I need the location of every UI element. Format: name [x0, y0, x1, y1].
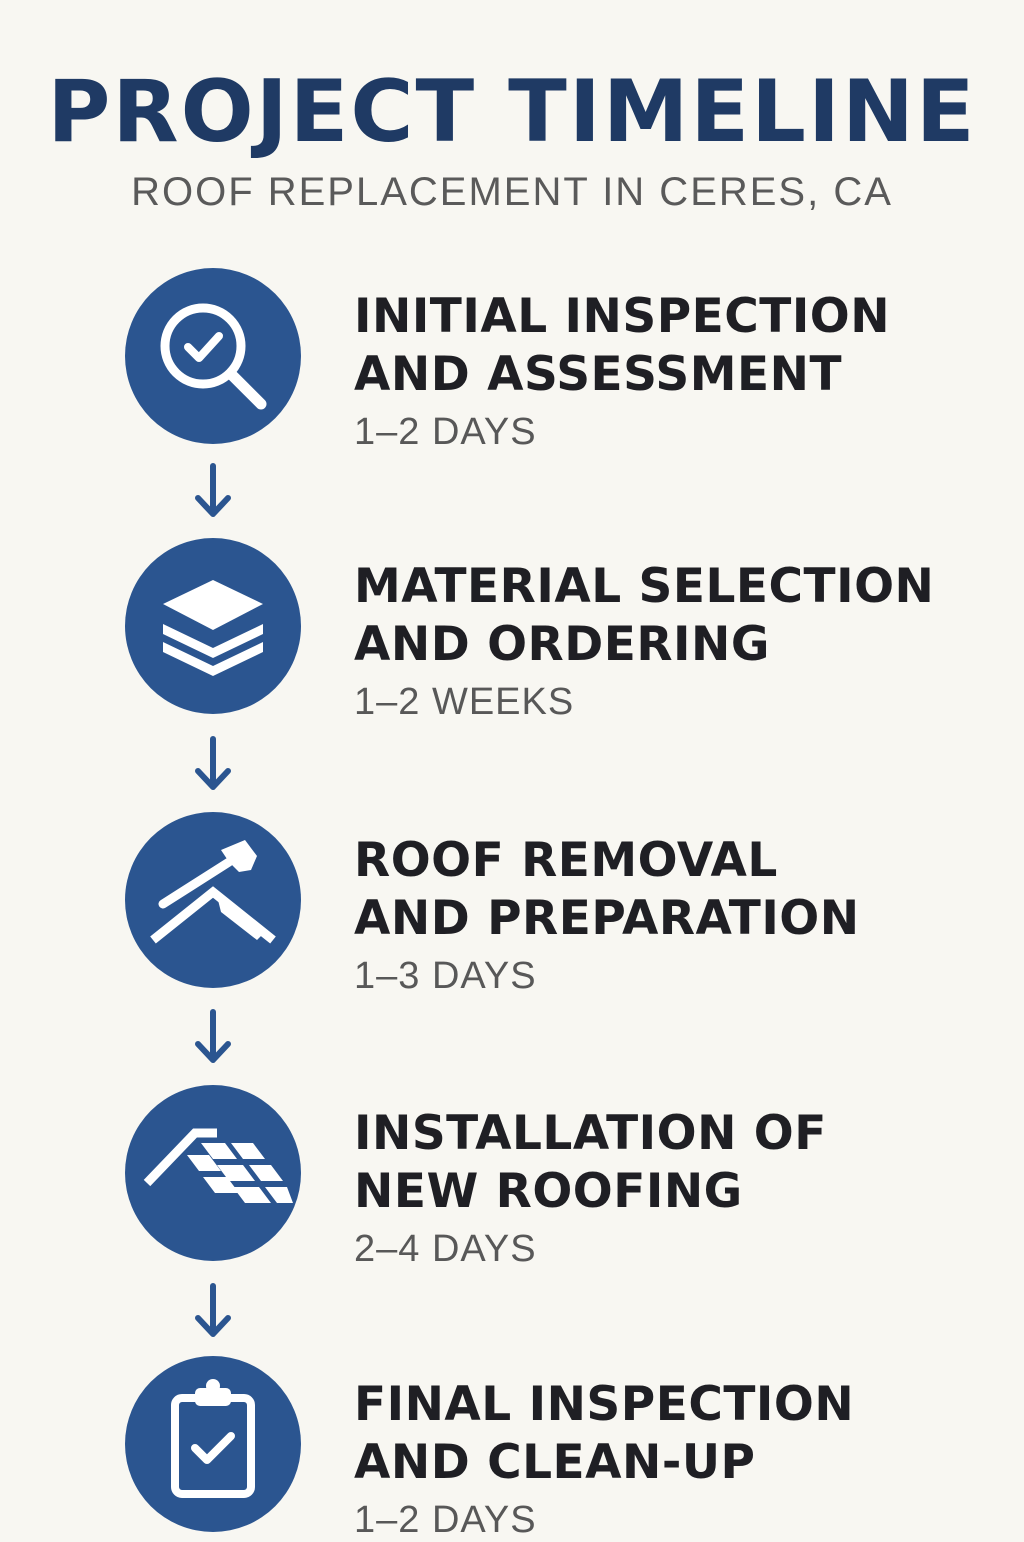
step-title: INITIAL INSPECTION AND ASSESSMENT — [354, 288, 994, 404]
step-duration: 1–2 DAYS — [354, 1499, 537, 1541]
step-title-line: FINAL INSPECTION — [354, 1377, 855, 1432]
step-title-line: NEW ROOFING — [354, 1164, 743, 1219]
timeline-step-final: FINAL INSPECTION AND CLEAN-UP 1–2 DAYS — [0, 1356, 1024, 1541]
step-duration: 2–4 DAYS — [354, 1228, 537, 1270]
page-subtitle: ROOF REPLACEMENT IN CERES, CA — [131, 170, 893, 214]
arrow-down-icon — [195, 463, 231, 517]
step-title: FINAL INSPECTION AND CLEAN-UP — [354, 1376, 994, 1492]
timeline-step-materials: MATERIAL SELECTION AND ORDERING 1–2 WEEK… — [0, 538, 1024, 723]
step-title-line: AND PREPARATION — [354, 891, 860, 946]
step-title-line: AND ASSESSMENT — [354, 347, 843, 402]
step-icon-circle — [125, 812, 301, 988]
timeline-step-removal: ROOF REMOVAL AND PREPARATION 1–3 DAYS — [0, 812, 1024, 997]
step-title: INSTALLATION OF NEW ROOFING — [354, 1105, 994, 1221]
step-title-line: INITIAL INSPECTION — [354, 289, 891, 344]
step-title-line: ROOF REMOVAL — [354, 833, 778, 888]
step-title: MATERIAL SELECTION AND ORDERING — [354, 558, 994, 674]
page-title: PROJECT TIMELINE — [47, 62, 977, 162]
magnifier-check-icon — [160, 303, 267, 410]
step-icon-circle — [125, 538, 301, 714]
step-title-line: INSTALLATION OF — [354, 1106, 827, 1161]
step-title: ROOF REMOVAL AND PREPARATION — [354, 832, 994, 948]
layers-icon — [163, 580, 263, 676]
roof-tiles-icon — [143, 1128, 293, 1203]
step-duration: 1–2 DAYS — [354, 411, 537, 453]
step-title-line: AND ORDERING — [354, 617, 770, 672]
clipboard-check-icon — [171, 1379, 255, 1498]
timeline-step-installation: INSTALLATION OF NEW ROOFING 2–4 DAYS — [0, 1085, 1024, 1270]
step-icon-circle — [125, 1085, 301, 1261]
step-duration: 1–3 DAYS — [354, 955, 537, 997]
timeline-step-inspection: INITIAL INSPECTION AND ASSESSMENT 1–2 DA… — [0, 268, 1024, 453]
arrow-down-icon — [195, 1009, 231, 1063]
hammer-roof-icon — [150, 840, 276, 944]
arrow-down-icon — [195, 1283, 231, 1337]
step-icon-circle — [125, 268, 301, 444]
step-title-line: MATERIAL SELECTION — [354, 559, 935, 614]
step-title-line: AND CLEAN-UP — [354, 1435, 756, 1490]
step-icon-circle — [125, 1356, 301, 1532]
arrow-down-icon — [195, 736, 231, 790]
step-duration: 1–2 WEEKS — [354, 681, 575, 723]
